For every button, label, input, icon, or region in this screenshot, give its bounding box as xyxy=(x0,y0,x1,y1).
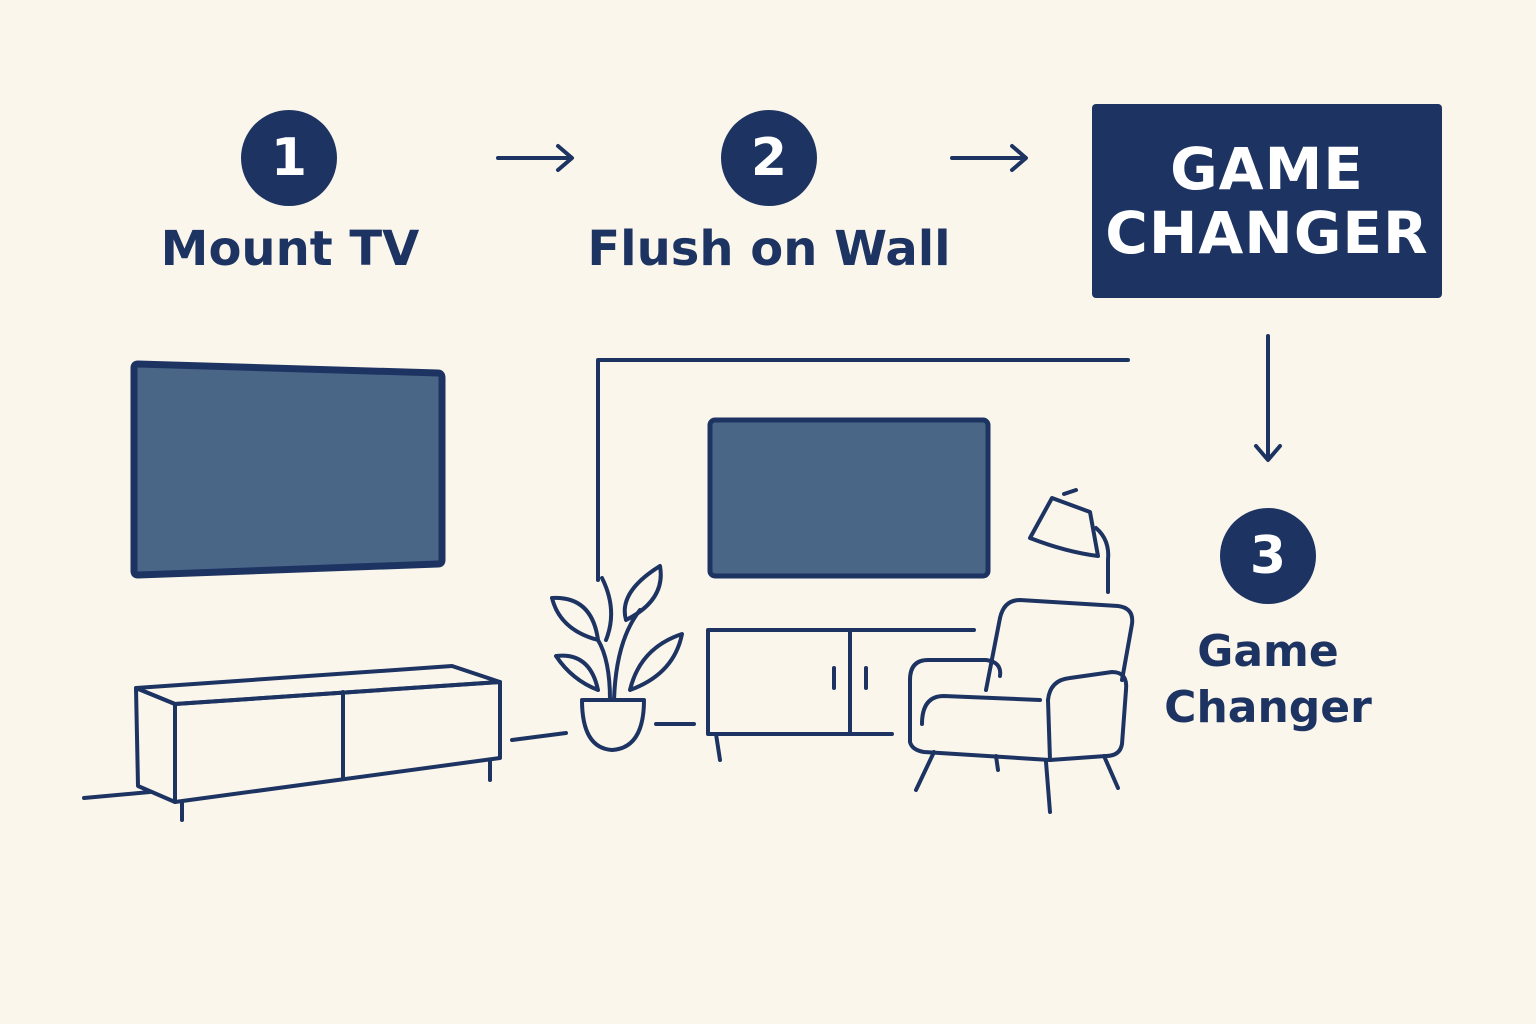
step-3-badge: 3 xyxy=(1220,508,1316,604)
arrow-right-icon-1 xyxy=(496,144,574,172)
tv-screen-left xyxy=(130,360,446,579)
banner-line-1: GAME xyxy=(1170,135,1364,203)
potted-plant-icon xyxy=(550,564,696,752)
step-2-badge: 2 xyxy=(721,110,817,206)
arrow-right-icon-2 xyxy=(950,144,1028,172)
step-2-label: Flush on Wall xyxy=(587,221,951,277)
armchair-icon xyxy=(908,598,1135,814)
tv-stand-left xyxy=(82,664,568,822)
step-1-badge: 1 xyxy=(241,110,337,206)
wall-outline xyxy=(596,358,1130,582)
step-3-label-line1: Game xyxy=(1197,626,1339,677)
banner-line-2: CHANGER xyxy=(1105,199,1429,267)
game-changer-banner: GAME CHANGER xyxy=(1092,104,1442,298)
media-console xyxy=(706,628,976,762)
step-3-label-line2: Changer xyxy=(1164,682,1372,733)
step-1-label: Mount TV xyxy=(160,221,420,277)
floor-lamp-icon xyxy=(1028,488,1111,594)
arrow-down-icon xyxy=(1254,334,1282,462)
tv-screen-center xyxy=(707,417,991,579)
